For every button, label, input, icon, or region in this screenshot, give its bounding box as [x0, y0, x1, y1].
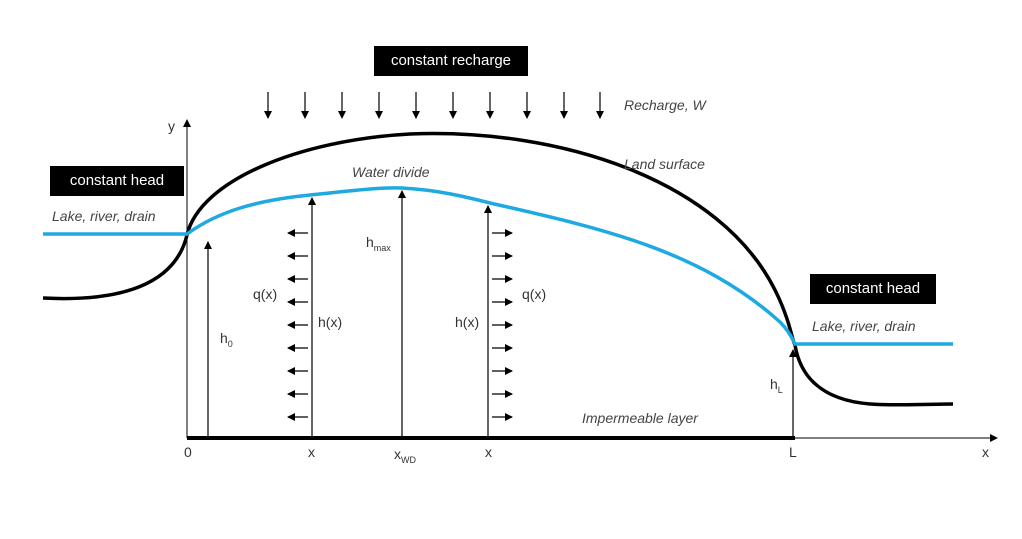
- tick-zero: 0: [184, 444, 192, 460]
- constant-recharge-box: constant recharge: [374, 46, 528, 76]
- hl-label: hL: [770, 376, 783, 395]
- qx-left-label: q(x): [253, 286, 278, 302]
- land-surface-label: Land surface: [624, 156, 705, 172]
- lake-left-label: Lake, river, drain: [52, 208, 156, 224]
- h0-label: h0: [220, 330, 233, 349]
- recharge-arrows: [264, 92, 604, 119]
- water-table-curve: [43, 186, 953, 346]
- water-divide-label: Water divide: [352, 164, 430, 180]
- constant-head-left-box: constant head: [50, 166, 184, 196]
- flux-arrows-left: [287, 229, 308, 421]
- impermeable-label: Impermeable layer: [582, 410, 698, 426]
- hmax-label: hmax: [366, 234, 391, 253]
- tick-L: L: [789, 444, 797, 460]
- hx-left-label: h(x): [318, 314, 343, 330]
- flux-arrows-right: [492, 229, 513, 421]
- constant-head-right-box: constant head: [810, 274, 936, 304]
- x-axis-label: x: [982, 444, 989, 460]
- tick-x-right: x: [485, 444, 492, 460]
- y-axis-label: y: [168, 118, 175, 134]
- recharge-label: Recharge, W: [624, 97, 706, 113]
- tick-x-left: x: [308, 444, 315, 460]
- qx-right-label: q(x): [522, 286, 547, 302]
- tick-xwd: xWD: [394, 446, 416, 465]
- hx-right-label: h(x): [455, 314, 480, 330]
- lake-right-label: Lake, river, drain: [812, 318, 916, 334]
